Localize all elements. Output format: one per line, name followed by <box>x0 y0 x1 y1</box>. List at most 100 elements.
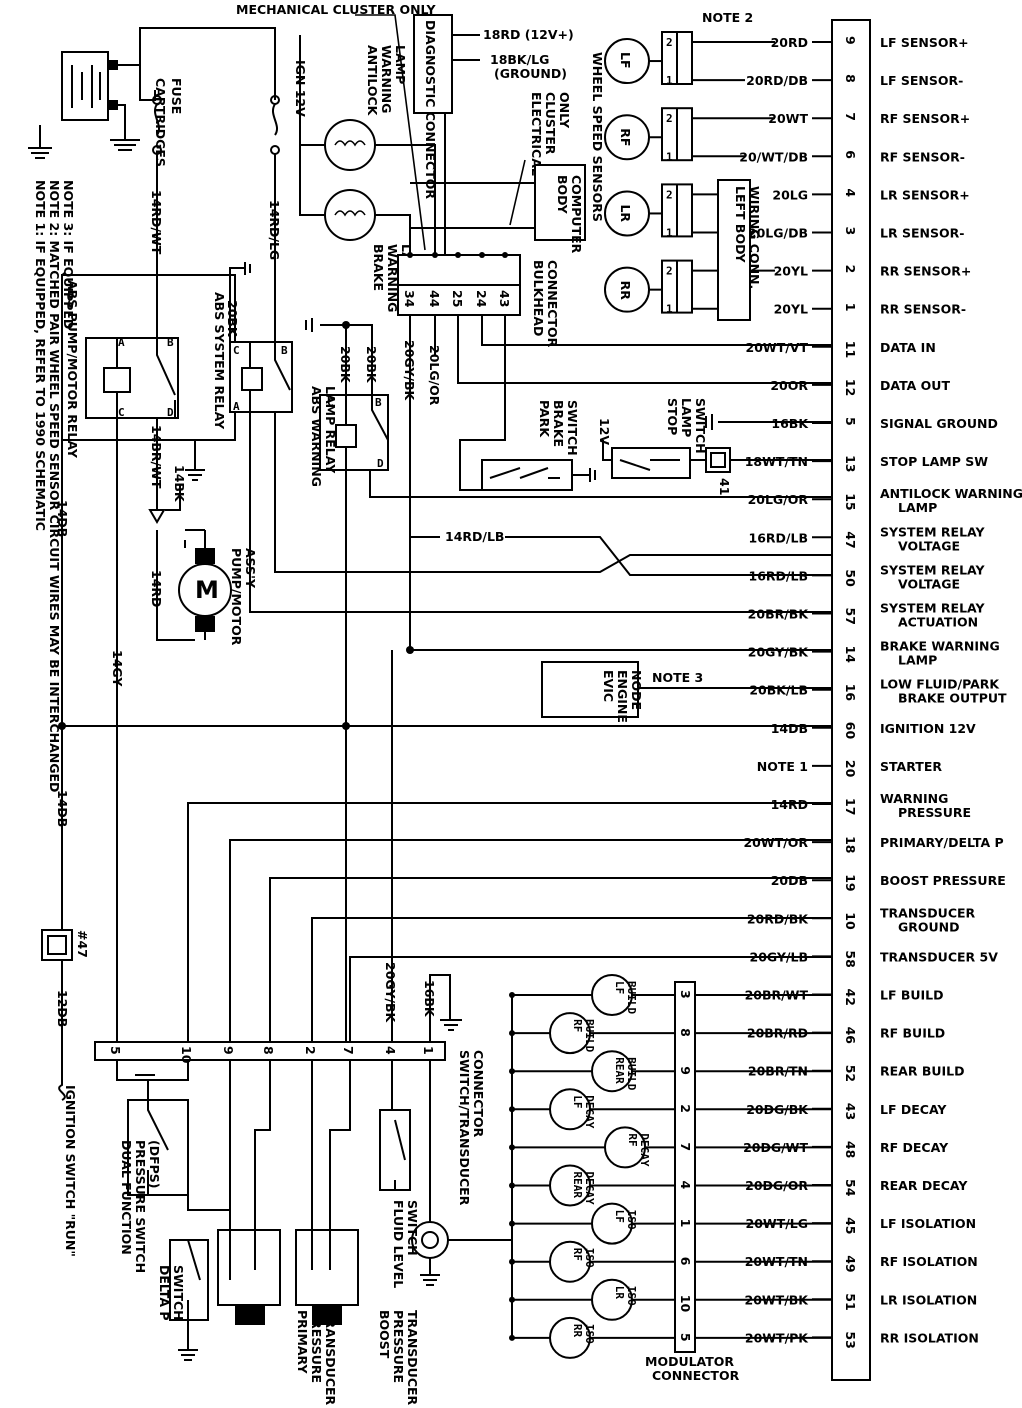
modulator-pin: 8 <box>678 1028 693 1037</box>
module-pin-number: 51 <box>843 1293 858 1310</box>
module-pin-number: 5 <box>843 417 858 426</box>
bulkhead-pin: 25 <box>450 290 465 307</box>
wire-20gybk-b: 20GY/BK <box>383 962 398 1024</box>
module-pin-number: 8 <box>843 74 858 83</box>
switch-conn-pin: 1 <box>421 1046 436 1055</box>
module-function-label: GROUND <box>898 919 960 934</box>
module-wire-label: 20OR <box>770 378 808 393</box>
modulator-coil-label: RFISO <box>571 1248 596 1268</box>
module-function-label: REAR BUILD <box>880 1064 965 1079</box>
module-wire-label: 20YL <box>774 302 808 317</box>
modulator-coil <box>549 1164 591 1207</box>
module-pin-number: 60 <box>843 722 858 740</box>
wire-14rdlg: 14RD/LG <box>267 200 282 260</box>
modulator-row: 8 RFBUILD <box>509 1012 832 1055</box>
stop-lamp-switch <box>611 447 691 479</box>
diag-wire-2a: 18BK/LG <box>490 52 549 67</box>
module-pin-number: 19 <box>843 874 858 891</box>
module-wire-label: 20LG/DB <box>748 226 808 241</box>
module-pin-number: 20 <box>843 760 858 778</box>
module-pin-number: 57 <box>843 608 858 625</box>
body-computer-label: BODYCOMPUTER <box>555 175 584 254</box>
switch-conn-pin: 4 <box>383 1046 398 1055</box>
module-wire-label: 20LG/OR <box>748 492 809 507</box>
module-function-label: LF SENSOR+ <box>880 35 969 50</box>
module-function-label: STARTER <box>880 759 942 774</box>
modulator-coil <box>591 1202 633 1245</box>
wheel-speed-sensors-label: WHEEL SPEED SENSORS <box>590 52 605 222</box>
module-pin-number: 4 <box>843 188 858 197</box>
wire-14gy: 14GY <box>110 650 125 687</box>
primary-transducer-label: PRIMARYPRESSURETRANSDUCER <box>295 1310 338 1406</box>
module-pin-number: 3 <box>843 227 858 236</box>
module-function-label: LR SENSOR+ <box>880 187 970 202</box>
module-pin-number: 1 <box>843 303 858 312</box>
diagnostic-connector <box>413 14 453 114</box>
module-wire-label: 20DB <box>771 873 808 888</box>
bulkhead-pin: 24 <box>474 290 489 308</box>
module-row: 20YL 1 RR SENSOR- <box>774 302 966 317</box>
module-pin-number: 12 <box>843 379 858 396</box>
svg-text:1: 1 <box>666 74 673 87</box>
body-computer <box>534 164 586 241</box>
module-function-label: BRAKE WARNING <box>880 639 1000 654</box>
module-function-label: SIGNAL GROUND <box>880 416 998 431</box>
modulator-coil-label: RFBUILD <box>571 1019 596 1052</box>
modulator-connector-label1: MODULATOR <box>645 1354 734 1369</box>
modulator-coil <box>591 974 633 1016</box>
module-function-label: RR ISOLATION <box>880 1330 979 1345</box>
bulkhead-pin: 44 <box>427 290 442 308</box>
modulator-pin: 3 <box>678 990 693 999</box>
svg-text:2: 2 <box>666 265 673 278</box>
module-wire-label: 20WT/VT <box>746 340 809 355</box>
modulator-coil-label: LRISO <box>613 1286 638 1306</box>
module-pin-number: 46 <box>843 1027 858 1045</box>
bulkhead-pin: 34 <box>402 290 417 308</box>
primary-pressure-transducer <box>217 1229 281 1306</box>
pin-c: C <box>118 406 125 419</box>
modulator-pin: 10 <box>678 1295 693 1313</box>
modulator-coil-label: REARBUILD <box>613 1057 638 1090</box>
wire-12db: 12DB <box>55 990 70 1027</box>
module-pin-number: 53 <box>843 1331 858 1348</box>
modulator-coil-label: RRISO <box>571 1324 596 1344</box>
module-wire-label: 20RD/DB <box>746 73 808 88</box>
battery <box>61 51 118 121</box>
module-function-label: RR SENSOR- <box>880 302 966 317</box>
module-pin-number: 7 <box>843 112 858 121</box>
modulator-pin: 2 <box>678 1104 693 1113</box>
module-function-label: VOLTAGE <box>898 538 960 553</box>
module-wire-label: 14RD <box>771 797 808 812</box>
module-function-label: SYSTEM RELAY <box>880 601 986 616</box>
modulator-connector <box>674 981 696 1353</box>
module-pin-number: 9 <box>843 36 858 45</box>
fuse-cartridges-label: FUSECARTRIDGES <box>153 78 184 167</box>
modulator-coil <box>549 1088 591 1131</box>
module-wire-label: 20WT/OR <box>743 835 808 850</box>
module-pin-number: 43 <box>843 1103 858 1120</box>
modulator-pin: 4 <box>678 1181 693 1190</box>
module-function-label: LAMP <box>898 653 937 668</box>
module-wire-label: NOTE 1 <box>757 759 808 774</box>
boost-pressure-transducer <box>295 1229 359 1306</box>
module-pin-number: 50 <box>843 569 858 587</box>
stop-lamp-switch-label: STOPLAMPSWITCH <box>665 398 708 454</box>
module-function-label: SYSTEM RELAY <box>880 562 986 577</box>
svg-text:M: M <box>195 576 219 604</box>
warn-pin-c: C <box>327 396 334 409</box>
module-function-label: LR SENSOR- <box>880 226 964 241</box>
module-pin-number: 17 <box>843 798 858 815</box>
modulator-coil-label: LFDECAY <box>571 1095 596 1128</box>
sensor-label: RF <box>618 128 633 146</box>
